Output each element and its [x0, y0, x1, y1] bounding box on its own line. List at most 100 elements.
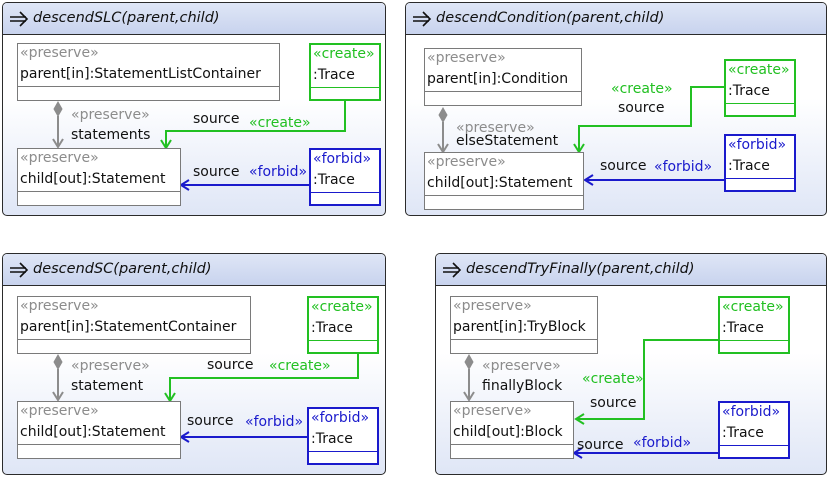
create-edge-role: source: [590, 395, 637, 411]
node-stereotype: «preserve»: [20, 403, 99, 419]
node-stereotype: «preserve»: [20, 298, 99, 314]
double-arrow-right-icon: [413, 11, 432, 27]
containment-role: finallyBlock: [482, 378, 563, 394]
parent-node[interactable]: «preserve» parent[in]:Condition: [424, 48, 582, 106]
parent-node[interactable]: «preserve» parent[in]:TryBlock: [450, 296, 598, 354]
rule-title: descendSLC(parent,child): [33, 10, 220, 26]
containment-role: elseStatement: [456, 133, 559, 149]
rule-title: descendTryFinally(parent,child): [466, 261, 695, 277]
trace-forbid-node[interactable]: «forbid» :Trace: [309, 148, 381, 206]
rule-descend-slc: descendSLC(parent,child) «preserve» pare…: [2, 2, 386, 216]
node-stereotype: «preserve»: [427, 154, 506, 170]
trace-create-node[interactable]: «create» :Trace: [307, 296, 379, 354]
rule-header: descendTryFinally(parent,child): [436, 254, 826, 286]
containment-role: statement: [71, 378, 144, 394]
node-divider: [425, 91, 581, 92]
node-stereotype: «create»: [311, 299, 373, 315]
forbid-edge-stereotype: «forbid»: [245, 414, 304, 430]
trace-create-node[interactable]: «create» :Trace: [718, 296, 790, 354]
rule-descend-sc: descendSC(parent,child) «preserve» paren…: [2, 253, 386, 475]
node-divider: [309, 451, 377, 452]
node-stereotype: «forbid»: [722, 404, 781, 420]
node-name: :Trace: [722, 425, 764, 441]
node-divider: [311, 192, 379, 193]
node-stereotype: «preserve»: [453, 403, 532, 419]
node-stereotype: «preserve»: [427, 50, 506, 66]
trace-forbid-node[interactable]: «forbid» :Trace: [718, 401, 790, 459]
node-divider: [720, 340, 788, 341]
node-name: :Trace: [728, 158, 770, 174]
forbid-edge-role: source: [193, 164, 240, 180]
rule-header: descendSC(parent,child): [3, 254, 385, 286]
forbid-edge-role: source: [600, 158, 647, 174]
containment-edge: [52, 100, 64, 149]
node-name: child[out]:Statement: [20, 171, 166, 187]
node-stereotype: «create»: [313, 46, 375, 62]
create-edge-role: source: [207, 357, 254, 373]
node-divider: [18, 86, 279, 87]
node-divider: [451, 444, 573, 445]
node-divider: [451, 339, 597, 340]
forbid-edge-role: source: [187, 413, 234, 429]
create-edge-stereotype: «create»: [249, 115, 311, 131]
containment-edge: [463, 353, 475, 402]
node-divider: [18, 339, 250, 340]
node-stereotype: «forbid»: [313, 151, 372, 167]
trace-create-node[interactable]: «create» :Trace: [724, 59, 796, 117]
create-edge-stereotype: «create»: [269, 358, 331, 374]
child-node[interactable]: «preserve» child[out]:Statement: [17, 148, 181, 206]
forbid-edge-stereotype: «forbid»: [654, 159, 713, 175]
node-divider: [309, 340, 377, 341]
node-divider: [726, 178, 794, 179]
containment-stereotype: «preserve»: [71, 358, 150, 374]
trace-forbid-node[interactable]: «forbid» :Trace: [724, 134, 796, 192]
child-node[interactable]: «preserve» child[out]:Statement: [424, 152, 584, 210]
forbid-source-edge: [179, 179, 310, 191]
containment-role: statements: [71, 127, 151, 143]
parent-node[interactable]: «preserve» parent[in]:StatementListConta…: [17, 43, 280, 101]
node-stereotype: «create»: [722, 299, 784, 315]
trace-forbid-node[interactable]: «forbid» :Trace: [307, 407, 379, 465]
node-stereotype: «forbid»: [728, 137, 787, 153]
create-edge-stereotype: «create»: [611, 81, 673, 97]
node-name: :Trace: [313, 172, 355, 188]
containment-edge: [52, 353, 64, 402]
child-node[interactable]: «preserve» child[out]:Block: [450, 401, 574, 459]
parent-node[interactable]: «preserve» parent[in]:StatementContainer: [17, 296, 251, 354]
node-name: parent[in]:Condition: [427, 71, 569, 87]
rule-header: descendSLC(parent,child): [3, 3, 385, 35]
double-arrow-right-icon: [443, 262, 462, 278]
forbid-edge-role: source: [577, 437, 624, 453]
node-stereotype: «forbid»: [311, 410, 370, 426]
node-name: :Trace: [311, 431, 353, 447]
rule-descend-try-finally: descendTryFinally(parent,child) «preserv…: [435, 253, 827, 475]
forbid-source-edge: [179, 431, 307, 443]
create-edge-stereotype: «create»: [582, 371, 644, 387]
rule-descend-condition: descendCondition(parent,child) «preserve…: [405, 2, 827, 216]
node-name: parent[in]:StatementContainer: [20, 319, 237, 335]
containment-stereotype: «preserve»: [71, 107, 150, 123]
node-stereotype: «create»: [728, 62, 790, 78]
forbid-edge-stereotype: «forbid»: [249, 164, 308, 180]
node-name: child[out]:Statement: [20, 424, 166, 440]
create-edge-role: source: [618, 100, 665, 116]
rule-title: descendSC(parent,child): [33, 261, 212, 277]
node-stereotype: «preserve»: [20, 150, 99, 166]
double-arrow-right-icon: [10, 262, 29, 278]
node-name: :Trace: [313, 67, 355, 83]
create-edge-role: source: [193, 111, 240, 127]
node-stereotype: «preserve»: [453, 298, 532, 314]
child-node[interactable]: «preserve» child[out]:Statement: [17, 401, 181, 459]
containment-edge: [437, 106, 449, 154]
node-divider: [720, 445, 788, 446]
double-arrow-right-icon: [10, 11, 29, 27]
trace-create-node[interactable]: «create» :Trace: [309, 43, 381, 101]
forbid-source-edge: [583, 174, 724, 186]
node-name: parent[in]:TryBlock: [453, 319, 586, 335]
node-stereotype: «preserve»: [20, 45, 99, 61]
forbid-edge-stereotype: «forbid»: [633, 435, 692, 451]
node-name: :Trace: [722, 320, 764, 336]
containment-stereotype: «preserve»: [482, 358, 561, 374]
node-divider: [425, 195, 583, 196]
rule-title: descendCondition(parent,child): [436, 10, 665, 26]
